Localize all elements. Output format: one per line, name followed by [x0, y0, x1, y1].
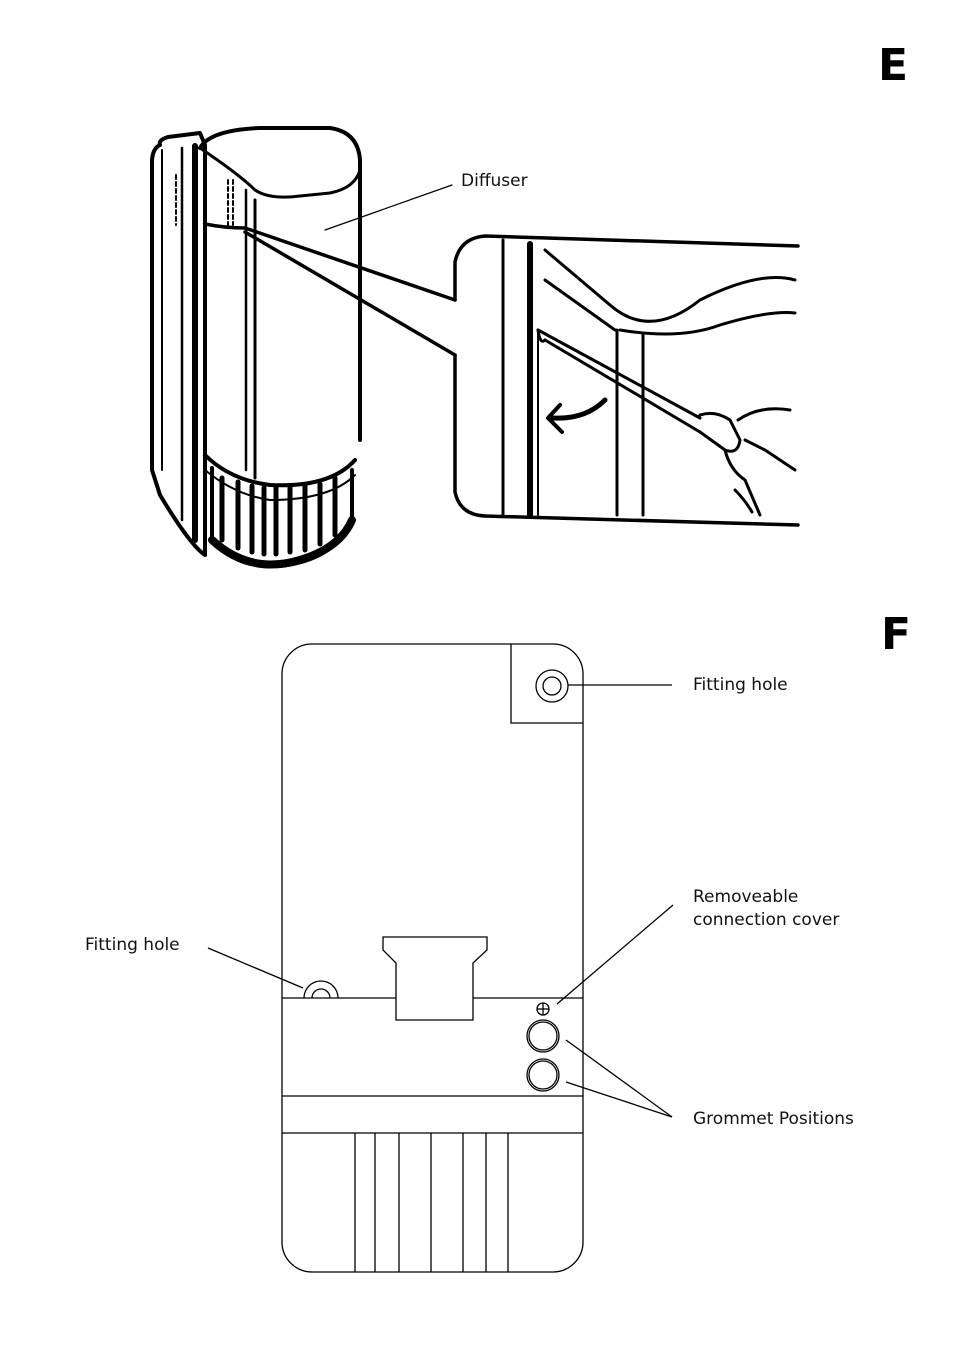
grommet-1-inner [528, 1021, 558, 1051]
grommet-positions-label: Grommet Positions [693, 1109, 854, 1129]
fitting-hole-bracket [510, 644, 583, 724]
figure-e-illustration [150, 126, 800, 569]
detail-inset [453, 234, 800, 527]
grommet-1-outer [526, 1019, 560, 1053]
connection-cover [382, 936, 488, 1021]
grommet-2-inner [528, 1060, 558, 1090]
grommet-leader-2 [565, 1081, 673, 1118]
grommet-2-outer [526, 1058, 560, 1092]
connection-cover-label-line1: Removeable [693, 887, 799, 907]
grommet-leader-1 [565, 1039, 673, 1118]
connection-cover-leader [556, 904, 674, 1005]
fitting-hole-left-leader [207, 947, 304, 989]
diffuser-leader-line [324, 184, 453, 231]
fitting-hole-top-label: Fitting hole [693, 675, 788, 695]
vent-fins [354, 1133, 509, 1272]
detail-callout-lines [203, 222, 457, 357]
screw-icon [536, 1002, 550, 1016]
unit-outline [281, 643, 584, 1273]
fitting-hole-top-inner [542, 676, 562, 696]
section-letter-f: F [881, 609, 912, 660]
section-letter-e: E [878, 40, 909, 91]
connection-cover-label-line2: connection cover [693, 910, 840, 930]
heater-body [150, 126, 362, 569]
fitting-hole-left-inner [311, 988, 331, 999]
fitting-hole-top-outer [535, 669, 569, 703]
fitting-hole-left-label: Fitting hole [85, 935, 180, 955]
fitting-hole-left-outer [303, 980, 339, 999]
diffuser-label: Diffuser [461, 171, 528, 191]
